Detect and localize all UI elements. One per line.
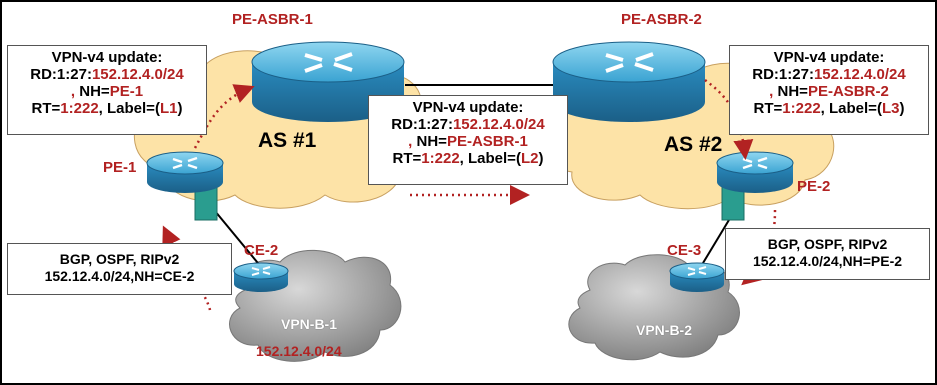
label-suffix: ) [177,100,183,117]
vpn-b-1-label: VPN-B-1 [281,316,338,332]
pe-1-router [146,151,224,193]
pe-asbr-1-router [251,41,405,122]
vpnv4-update-box-left: VPN-v4 update: RD:1:27:152.12.4.0/24 , N… [7,45,207,135]
label-suffix: ) [538,150,544,167]
pe1-ce2-link [209,204,263,269]
nh-value: PE-ASBR-1 [446,133,528,150]
vpn-b-2-label: VPN-B-2 [636,322,693,338]
nh-sep: , [70,83,80,100]
pe-1-label: PE-1 [103,159,137,176]
nh-prefix: NH= [416,133,447,150]
rd-value: 152.12.4.0/24 [813,66,906,83]
vpnv4-update-box-middle: VPN-v4 update: RD:1:27:152.12.4.0/24 , N… [368,95,568,185]
box-middle-rt-line: RT=1:222, Label=(L2) [369,150,567,167]
box-right-rt-line: RT=1:222, Label=(L3) [730,100,928,117]
box-bgp-left-line1: BGP, OSPF, RIPv2 [59,251,180,267]
box-left-title: VPN-v4 update: [51,49,163,66]
ce-2-router [233,262,289,292]
pe-asbr-2-label: PE-ASBR-2 [621,11,702,28]
pe-asbr-1-label: PE-ASBR-1 [232,11,313,28]
rd-prefix: RD:1:27: [391,116,453,133]
rt-prefix: RT= [31,100,61,117]
routing-info-box-left: BGP, OSPF, RIPv2 152.12.4.0/24,NH=CE-2 [7,243,232,295]
rd-prefix: RD:1:27: [752,66,814,83]
nh-prefix: NH= [777,83,808,100]
label-prefix: , Label=( [459,150,521,167]
routing-info-box-right: BGP, OSPF, RIPv2 152.12.4.0/24,NH=PE-2 [725,228,930,280]
label-value: L2 [520,150,539,167]
box-bgp-left-line2: 152.12.4.0/24,NH=CE-2 [44,268,195,284]
box-middle-title: VPN-v4 update: [412,99,524,116]
box-bgp-right-line2: 152.12.4.0/24,NH=PE-2 [752,253,903,269]
box-left-rt-line: RT=1:222, Label=(L1) [8,100,206,117]
pe-2-router [716,151,794,193]
rt-value: 1:222 [60,100,99,117]
arrow-ce2-to-pe1 [162,225,212,311]
rt-value: 1:222 [421,150,460,167]
rd-value: 152.12.4.0/24 [91,66,184,83]
box-right-nh-line: , NH=PE-ASBR-2 [730,83,928,100]
box-left-rd-line: RD:1:27:152.12.4.0/24 [8,66,206,83]
rt-value: 1:222 [782,100,821,117]
ce-2-label: CE-2 [244,242,279,259]
pe-2-label: PE-2 [797,178,831,195]
box-middle-nh-line: , NH=PE-ASBR-1 [369,133,567,150]
rd-value: 152.12.4.0/24 [452,116,545,133]
box-right-rd-line: RD:1:27:152.12.4.0/24 [730,66,928,83]
pe-asbr-2-router [552,41,706,122]
nh-value: PE-ASBR-2 [807,83,889,100]
arrow-pe1-to-asbr1 [193,84,255,149]
box-bgp-right-line1: BGP, OSPF, RIPv2 [767,236,888,252]
nh-sep: , [769,83,778,100]
nh-value: PE-1 [109,83,144,100]
rt-prefix: RT= [392,150,422,167]
nh-sep: , [408,133,417,150]
box-right-title: VPN-v4 update: [773,49,885,66]
label-value: L3 [881,100,900,117]
ce-3-label: CE-3 [667,242,702,259]
as-2-label: AS #2 [664,133,723,156]
rd-prefix: RD:1:27: [30,66,92,83]
ce-3-router [669,262,725,292]
label-prefix: , Label=( [820,100,882,117]
as-1-label: AS #1 [258,129,317,152]
box-left-nh-line: , NH=PE-1 [8,83,206,100]
rt-prefix: RT= [753,100,783,117]
label-value: L1 [159,100,178,117]
label-suffix: ) [899,100,905,117]
nh-prefix: NH= [79,83,110,100]
vpnv4-update-box-right: VPN-v4 update: RD:1:27:152.12.4.0/24 , N… [729,45,929,135]
box-middle-rd-line: RD:1:27:152.12.4.0/24 [369,116,567,133]
vpn-b-1-prefix: 152.12.4.0/24 [256,343,342,359]
label-prefix: , Label=( [98,100,160,117]
